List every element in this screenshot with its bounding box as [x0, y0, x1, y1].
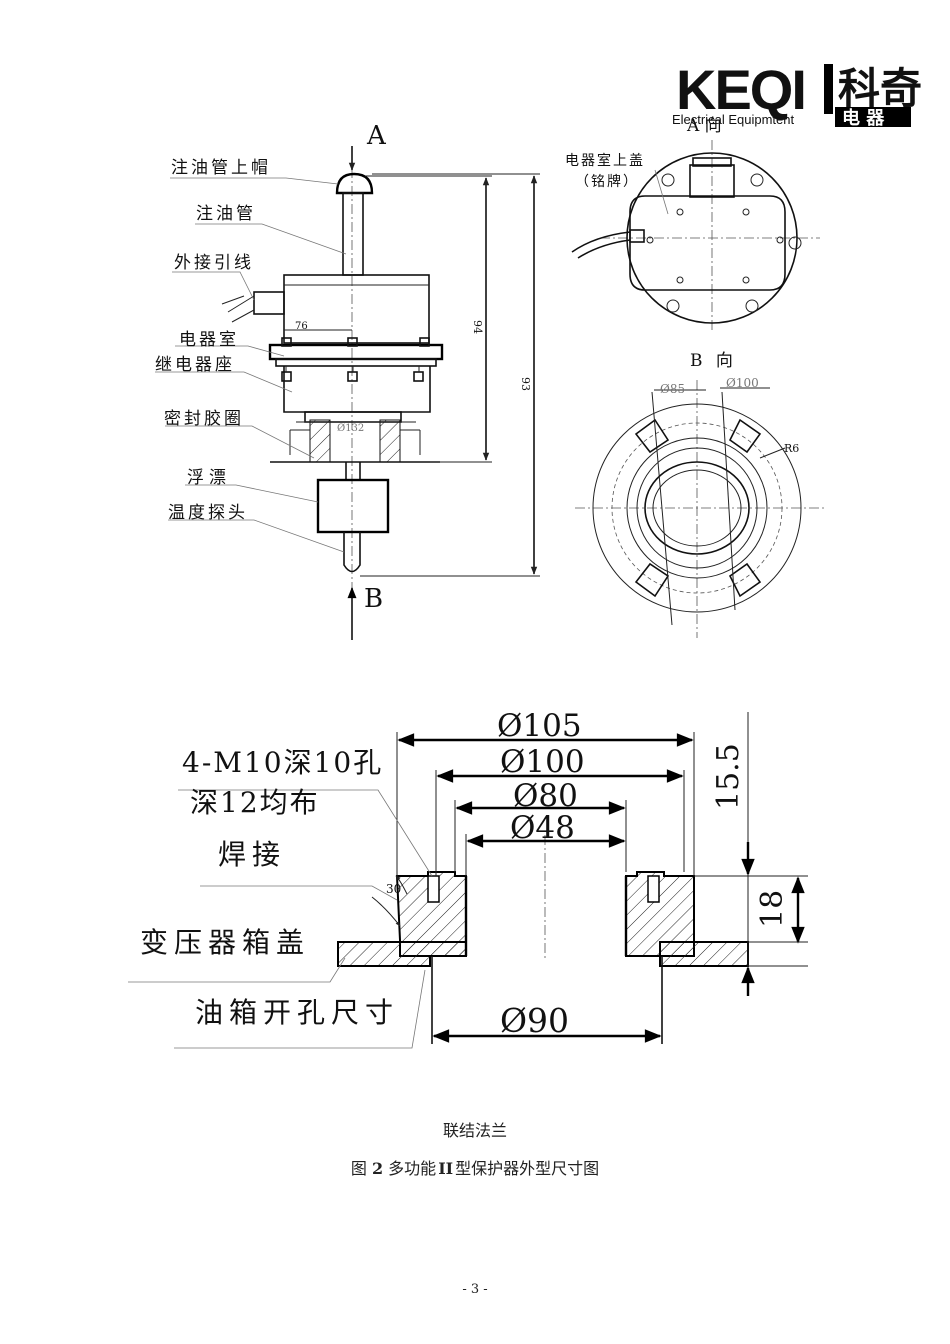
flange-dim-15-5: 15.5	[711, 743, 746, 810]
tank-cover-right	[659, 941, 749, 967]
flange-tank-hole: 油箱开孔尺寸	[195, 996, 399, 1029]
label-temp-probe: 温度探头	[168, 503, 248, 523]
logo-chinese-bottom: 电 器	[842, 107, 885, 129]
flange-dia-48: Ø48	[510, 810, 575, 846]
view-b-radius: R6	[784, 442, 799, 455]
view-b-title: B 向	[690, 351, 737, 371]
label-seal-ring: 密封胶圈	[164, 409, 244, 429]
flange-section	[128, 712, 808, 1049]
flange-body-right	[625, 871, 695, 957]
view-mark-a: A	[366, 121, 387, 151]
view-a-nameplate-label: （铭牌）	[575, 173, 639, 190]
flange-dia-80: Ø80	[513, 778, 578, 814]
seal-hatch-right	[379, 419, 401, 463]
figure-type: II	[438, 1159, 454, 1178]
dim-93: 93	[519, 377, 532, 391]
logo-chinese-top: 科奇	[838, 64, 922, 113]
logo-latin: KEQI	[676, 58, 805, 121]
tank-cover-left	[337, 941, 467, 967]
view-a: A 向 电器室上盖 （铭牌）	[565, 116, 820, 330]
dim-76: 76	[295, 321, 308, 332]
side-view-labels: 注油管上帽 注油管 外接引线 电器室 继电器座 密封胶圈 浮漂 温度探头	[155, 158, 271, 523]
flange-tank-cover: 变压器箱盖	[140, 926, 310, 959]
view-b-dia-85: Ø85	[660, 382, 685, 396]
flange-caption-text: 联结法兰	[442, 1121, 507, 1140]
flange-weld: 焊接	[218, 838, 286, 871]
label-external-lead: 外接引线	[174, 253, 254, 273]
logo-subtitle: Electrical Equipmtent	[672, 112, 794, 127]
flange-dia-90: Ø90	[500, 1001, 569, 1040]
company-logo: KEQI 科奇 电 器 Electrical Equipmtent	[672, 58, 922, 129]
flange-dia-100: Ø100	[500, 744, 585, 780]
view-a-cover-label: 电器室上盖	[565, 152, 645, 169]
figure-text-a: 多功能	[388, 1159, 437, 1178]
dim-dia-132: Ø132	[337, 423, 364, 434]
flange-dim-18: 18	[755, 890, 790, 928]
flange-dia-105: Ø105	[497, 708, 582, 744]
figure-prefix: 图	[350, 1159, 367, 1178]
flange-hole-note-1: 4-M10深10孔	[182, 746, 383, 779]
view-b-dia-100: Ø100	[726, 376, 759, 390]
figure-number: 2	[371, 1159, 384, 1178]
label-electrical-chamber: 电器室	[179, 330, 239, 350]
flange-angle-30: 30	[386, 882, 401, 896]
label-oil-pipe-cap: 注油管上帽	[171, 158, 271, 178]
seal-hatch-left	[309, 419, 331, 463]
page-number-text: - 3 -	[462, 1282, 488, 1297]
view-mark-b: B	[364, 584, 383, 614]
flange-hole-note-2: 深12均布	[190, 786, 320, 819]
label-float: 浮漂	[187, 468, 231, 488]
flange-labels: Ø105 Ø100 Ø80 Ø48 Ø90 15.5 18 30 4-M10深1…	[140, 708, 790, 1040]
logo-chinese-band	[835, 107, 911, 127]
page-number: - 3 -	[0, 1282, 950, 1297]
view-a-title: A 向	[686, 116, 722, 136]
view-b: B 向 Ø85 Ø100 R6	[575, 351, 825, 638]
label-oil-pipe: 注油管	[196, 204, 256, 224]
label-relay-base: 继电器座	[155, 355, 235, 375]
dim-94: 94	[471, 320, 484, 334]
flange-caption: 联结法兰	[0, 1117, 950, 1141]
figure-text-b: 型保护器外型尺寸图	[455, 1159, 600, 1178]
logo-divider	[824, 64, 833, 114]
side-view: A B 76 Ø132	[155, 121, 540, 640]
